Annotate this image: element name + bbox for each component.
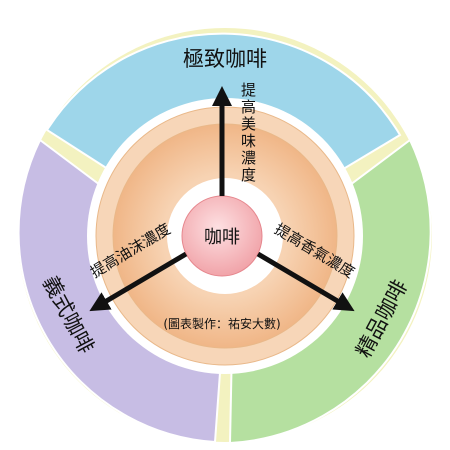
arrow-left <box>89 251 188 312</box>
center-label: 咖啡 <box>204 227 240 248</box>
arrow-up-label: 提高美味濃度 <box>239 82 257 184</box>
arrow-right <box>256 251 355 312</box>
credit-label: (圖表製作：祐安大數) <box>163 316 280 331</box>
segment-top-label: 極致咖啡 <box>183 47 267 71</box>
